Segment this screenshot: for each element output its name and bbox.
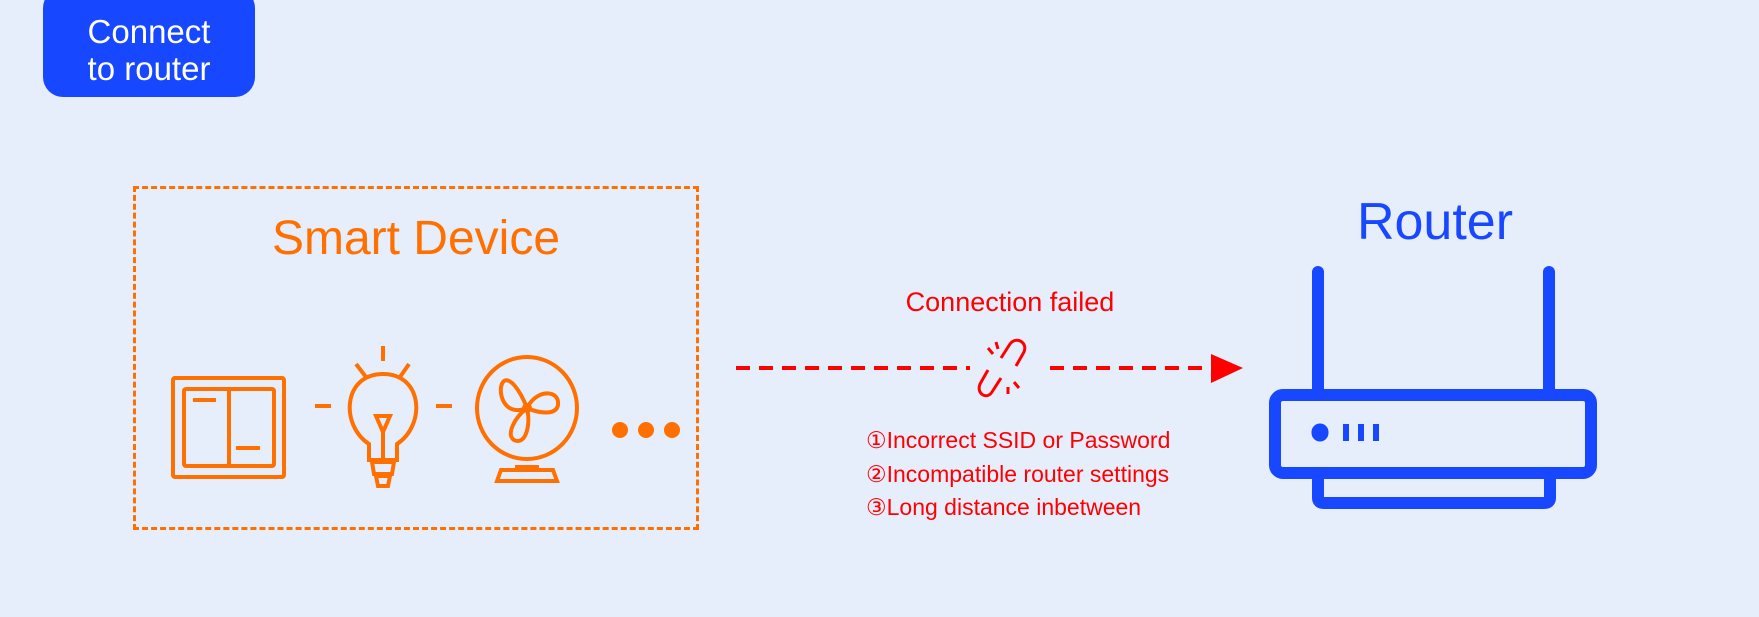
smart-device-title: Smart Device [271,212,561,265]
connect-to-router-button[interactable]: Connect to router [43,0,255,97]
more-dots-icon [612,422,680,438]
button-label-line1: Connect [87,13,211,50]
fan-icon [475,355,579,483]
button-label-line2: to router [87,50,211,87]
smart-device-box [133,186,699,530]
broken-link-icon [977,338,1027,398]
reason-item: ①Incorrect SSID or Password [866,427,1171,453]
reason-item: ②Incompatible router settings [866,461,1170,487]
light-bulb-icon [315,346,452,488]
reason-item: ③Long distance inbetween [866,494,1142,520]
failed-connection-arrow [736,354,1243,383]
router-icon [1269,266,1597,509]
connection-failed-label: Connection failed [905,287,1115,317]
router-title: Router [1356,193,1514,251]
switch-icon [171,376,286,479]
